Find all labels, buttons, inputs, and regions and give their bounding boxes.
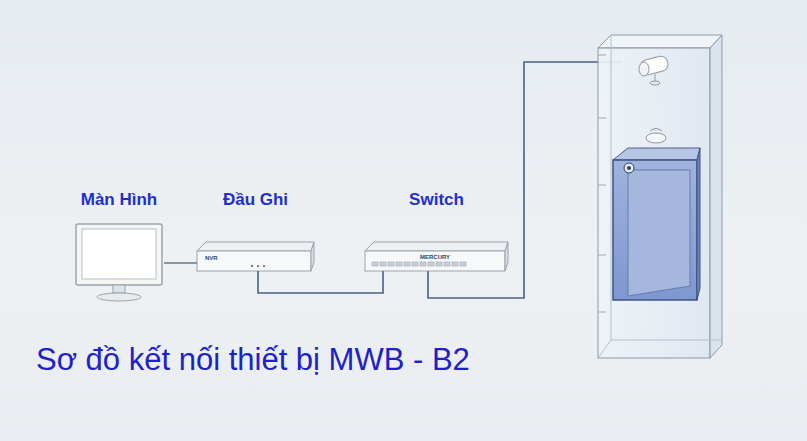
device-brand: NVR — [205, 255, 218, 262]
cable — [258, 271, 383, 293]
nvr-drawing — [197, 242, 314, 271]
device-label: Đầu Ghi — [195, 190, 316, 210]
device-node: Màn Hình — [74, 190, 164, 300]
elevator-shaft — [598, 35, 722, 358]
switch-port — [388, 262, 394, 266]
switch-port — [428, 262, 434, 266]
device-label: Switch — [363, 190, 510, 210]
switch-port — [412, 262, 418, 266]
switch-port — [380, 262, 386, 266]
camera-cable — [428, 62, 622, 298]
switch-port — [396, 262, 402, 266]
switch-port — [436, 262, 442, 266]
cable — [164, 262, 197, 264]
switch-port — [372, 262, 378, 266]
switch-drawing — [365, 242, 508, 271]
switch-port — [460, 262, 466, 266]
switch-port — [420, 262, 426, 266]
device-brand: MERCURY — [420, 254, 450, 261]
device-node: SwitchMERCURY — [365, 190, 508, 271]
switch-port — [444, 262, 450, 266]
diagram-title: Sơ đồ kết nối thiết bị MWB - B2 — [36, 342, 470, 378]
monitor-drawing — [76, 224, 162, 301]
device-node: Đầu GhiNVR — [197, 190, 314, 271]
switch-port — [452, 262, 458, 266]
device-label: Màn Hình — [72, 190, 166, 210]
switch-port — [404, 262, 410, 266]
